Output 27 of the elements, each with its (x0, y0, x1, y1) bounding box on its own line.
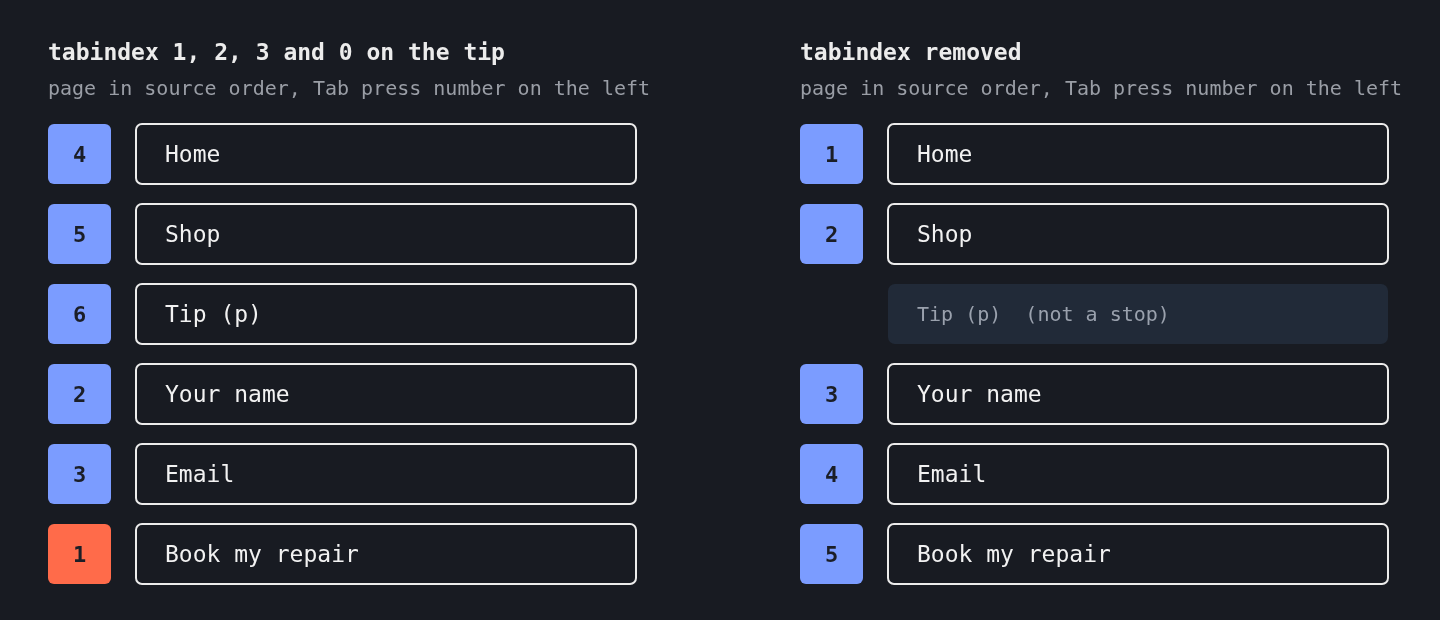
page-element-box: Shop (135, 203, 637, 265)
page-element-box: Home (135, 123, 637, 185)
tab-order-badge: 2 (800, 204, 863, 264)
page-element-box: Tip (p) (135, 283, 637, 345)
panel-subtitle: page in source order, Tab press number on the left (48, 75, 651, 101)
tab-order-badge: 3 (48, 444, 111, 504)
tab-order-badge: 6 (48, 284, 111, 344)
tab-order-badge: 5 (800, 524, 863, 584)
page-element-box: Your name (135, 363, 637, 425)
page-element-box: Home (887, 123, 1389, 185)
panel-heading: tabindex removed (800, 38, 1022, 66)
tab-order-badge: 4 (800, 444, 863, 504)
page-element-box: Email (135, 443, 637, 505)
page-element-box: Book my repair (135, 523, 637, 585)
skipped-element-box: Tip (p) (not a stop) (888, 284, 1388, 344)
tab-order-badge: 2 (48, 364, 111, 424)
tab-order-badge: 1 (800, 124, 863, 184)
tab-order-badge: 1 (48, 524, 111, 584)
panel-subtitle: page in source order, Tab press number on the left (800, 75, 1403, 101)
tab-order-badge: 3 (800, 364, 863, 424)
page-element-box: Book my repair (887, 523, 1389, 585)
tab-order-badge: 5 (48, 204, 111, 264)
page-element-box: Shop (887, 203, 1389, 265)
tab-order-badge: 4 (48, 124, 111, 184)
page-element-box: Email (887, 443, 1389, 505)
page-element-box: Your name (887, 363, 1389, 425)
panel-heading: tabindex 1, 2, 3 and 0 on the tip (48, 38, 505, 66)
